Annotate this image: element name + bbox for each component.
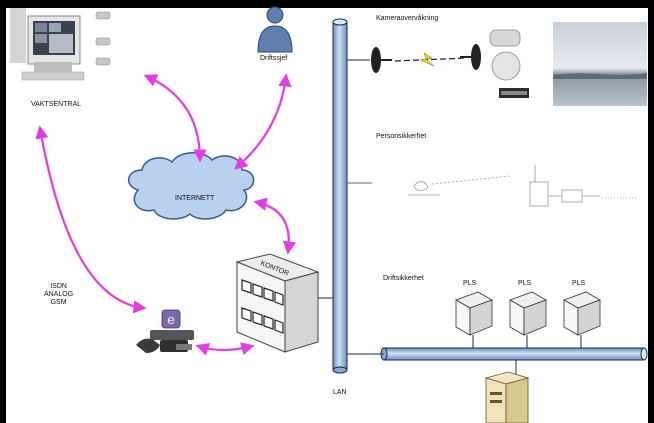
driftssjef-label: Driftssjef	[260, 55, 288, 62]
vaktsentral-label: VAKTSENTRAL	[31, 101, 82, 108]
pls-unit-1	[455, 291, 493, 336]
screen-tile-4	[49, 34, 73, 53]
person-icon	[257, 6, 293, 53]
camera-view-photo	[553, 22, 647, 106]
connection-arrows	[35, 73, 297, 356]
tower-shadow	[10, 8, 26, 63]
arrow-driftssjef-internett	[234, 73, 292, 170]
screen-tile-3	[35, 34, 47, 43]
page-background	[6, 8, 648, 423]
building-windows	[241, 279, 284, 334]
screen-tile-1	[35, 23, 47, 32]
screen-tile-2	[49, 23, 61, 32]
pls-label-2: PLS	[518, 280, 532, 287]
arrow-phone-kontor	[195, 342, 255, 356]
lan-label: LAN	[333, 389, 347, 396]
personsikkerhet-sketch	[408, 165, 636, 207]
desk-unit	[34, 62, 72, 72]
ptz-camera-icon	[489, 29, 529, 98]
kameraovervakning-label: Kameraovervåkning	[376, 15, 439, 22]
internet-cloud	[128, 152, 255, 220]
pls-unit-3	[563, 291, 601, 336]
camera-icon	[95, 11, 111, 66]
antenna-dish-left	[371, 47, 381, 73]
isdn-analog-gsm-label: ISDN ANALOG GSM	[44, 283, 74, 306]
pls-network-bus	[380, 347, 648, 361]
server-icon	[484, 371, 530, 423]
antenna-dish-right	[471, 44, 481, 70]
arrow-internett-kontor	[253, 197, 297, 255]
pls-label-1: PLS	[463, 280, 477, 287]
radio-link	[371, 44, 481, 73]
phone-terminal-icon: e	[136, 309, 194, 353]
pls-label-3: PLS	[572, 280, 586, 287]
pls-unit-2	[509, 291, 547, 336]
vaktsentral-workstation	[10, 8, 111, 81]
arrow-vaktsentral-internett	[143, 74, 207, 163]
lightning-icon	[419, 52, 435, 67]
arrow-vaktsentral-phone	[35, 125, 147, 314]
personsikkerhet-label: Personsikkerhet	[376, 133, 427, 140]
photo-horizon	[553, 73, 647, 79]
svg-text:e: e	[167, 313, 175, 328]
internett-label: INTERNETT	[175, 195, 215, 202]
kontor-building	[235, 253, 320, 353]
lan-backbone	[332, 18, 348, 374]
driftsikkerhet-label: Driftsikkerhet	[383, 275, 424, 282]
keyboard	[21, 71, 85, 81]
